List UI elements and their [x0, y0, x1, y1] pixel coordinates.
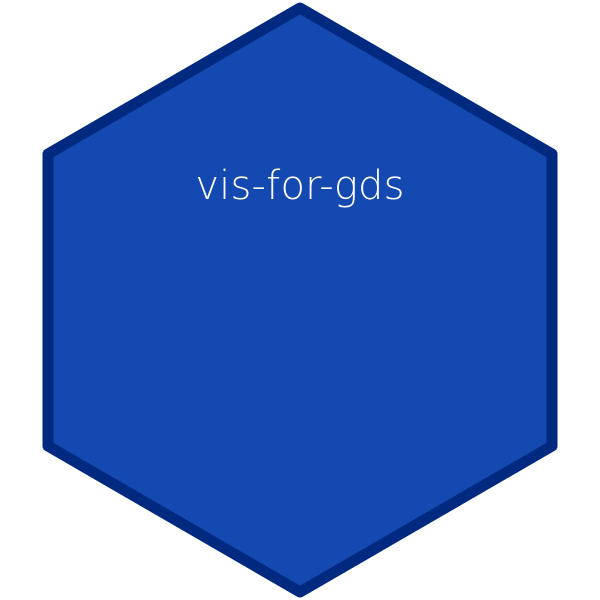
hexagon-body	[42, 2, 558, 598]
logo-title: vis-for-gds	[195, 163, 405, 209]
